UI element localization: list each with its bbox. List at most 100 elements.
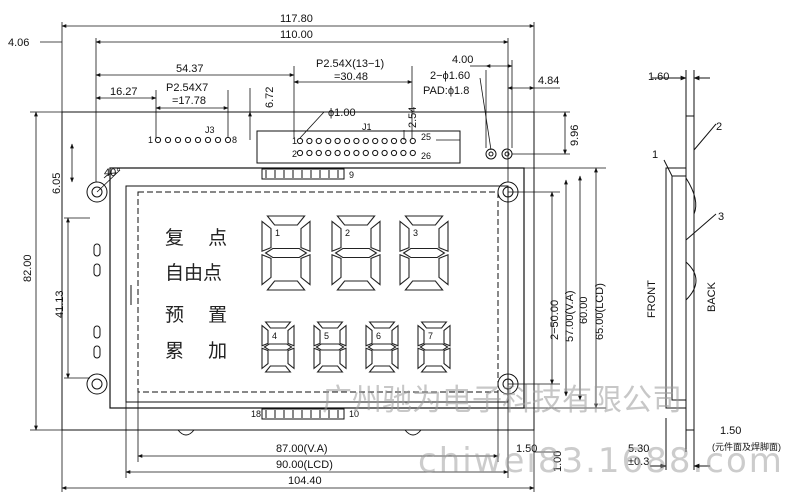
digit-segment <box>365 347 373 370</box>
j1-pin <box>296 137 304 145</box>
digit-segment <box>443 347 451 370</box>
digit-segment <box>404 280 444 291</box>
digit-segment <box>316 365 344 373</box>
digit-segment <box>300 220 311 253</box>
digit-number: 4 <box>272 331 277 341</box>
dim-pcb-bottom: 104.40 <box>288 475 322 487</box>
digit-segment <box>287 324 295 347</box>
j1-pin <box>325 137 332 145</box>
digit-segment <box>391 347 399 370</box>
j3-pin <box>204 136 212 144</box>
side-depth: 5.30 <box>628 443 649 455</box>
dim-1-50: 1.50 <box>516 443 537 455</box>
digit-segment <box>368 321 396 329</box>
large-digit: 3 <box>399 215 449 291</box>
digit-segment <box>263 343 293 351</box>
j1-pin <box>409 149 416 157</box>
j1-connector <box>256 130 461 164</box>
digit-segment <box>261 347 269 370</box>
j1-pin <box>353 149 360 157</box>
j1-pin <box>381 137 388 145</box>
j1-pin25: 25 <box>421 132 431 142</box>
digit-segment <box>438 220 449 253</box>
digit-segment <box>365 324 373 347</box>
digit-segment <box>368 365 396 373</box>
digit-segment <box>370 253 381 286</box>
digit-segment <box>336 215 376 226</box>
j1-pin <box>400 137 407 145</box>
dim-hole-spec: 2−ϕ1.60 <box>430 70 470 82</box>
dim-j1-pitch-1: P2.54X(13−1) <box>316 58 384 70</box>
side-pcb <box>685 115 695 431</box>
dim-j3-offset: 16.27 <box>110 86 138 98</box>
j1-pin <box>334 149 341 157</box>
j1-pin <box>372 137 379 145</box>
large-digit: 1 <box>261 215 311 291</box>
j1-pin <box>390 149 398 157</box>
j1-pin <box>381 149 388 157</box>
j1-pin <box>306 149 313 157</box>
bottom-pad-label-right: 10 <box>349 409 359 419</box>
j1-pin <box>306 137 313 145</box>
digit-number: 5 <box>324 331 329 341</box>
dim-lcd-width: 90.00(LCD) <box>276 459 333 471</box>
side-callout-2: 2 <box>716 121 722 133</box>
j3-pin-last: 8 <box>232 135 237 145</box>
top-pad-label: 9 <box>349 170 354 180</box>
side-glass <box>671 175 687 401</box>
dim-pcb-width: 110.00 <box>280 29 313 41</box>
lcd-bezel <box>109 167 525 409</box>
digit-number: 2 <box>345 228 350 238</box>
digit-segment <box>264 247 308 259</box>
digit-number: 6 <box>376 331 381 341</box>
dim-1-00: 1.00 <box>552 451 564 472</box>
digit-segment <box>339 324 347 347</box>
side-front-label: FRONT <box>646 280 658 318</box>
digit-segment <box>315 343 345 351</box>
j3-pin <box>184 136 192 144</box>
side-back-label: BACK <box>706 281 718 312</box>
j3-pin <box>164 136 172 144</box>
j1-pin <box>315 149 322 157</box>
digit-segment <box>443 324 451 347</box>
digit-segment <box>402 247 446 259</box>
digit-segment <box>261 253 272 286</box>
side-callout-1: 1 <box>652 149 658 161</box>
j1-pin <box>315 137 322 145</box>
top-pad-strip <box>261 168 345 180</box>
dim-j1-pitch-2: =30.48 <box>334 71 368 83</box>
j1-pin <box>296 149 304 157</box>
j1-pin <box>334 137 341 145</box>
dim-60: 60.00 <box>578 296 590 324</box>
digit-number: 3 <box>413 228 418 238</box>
lcd-label-accumulate: 累 加 <box>165 340 227 362</box>
j3-label: J3 <box>205 125 215 135</box>
digit-number: 7 <box>428 331 433 341</box>
side-thickness: 1.60 <box>648 71 669 83</box>
lcd-label-free-point: 自由点 <box>165 262 222 284</box>
digit-segment <box>336 280 376 291</box>
j1-pins <box>296 137 416 157</box>
digit-number: 1 <box>275 228 280 238</box>
j1-pin <box>343 149 351 157</box>
dim-va-width: 87.00(V.A) <box>276 443 328 455</box>
digit-segment <box>404 215 444 226</box>
j1-pin <box>325 149 332 157</box>
j3-pin-first: 1 <box>148 135 153 145</box>
j1-pin <box>343 137 351 145</box>
dim-lcd-height: 65.00(LCD) <box>594 283 606 340</box>
small-digit: 7 <box>417 321 451 373</box>
side-bottom-note: (元件面及焊脚面) <box>712 441 781 452</box>
dim-pad-spec: PAD:ϕ1.8 <box>423 85 469 97</box>
lcd-glass <box>125 185 509 403</box>
j1-pin <box>400 149 407 157</box>
digit-segment <box>266 280 306 291</box>
dim-4-84: 4.84 <box>538 75 559 87</box>
j1-pin1: 1 <box>292 136 297 146</box>
j3-pin <box>224 136 232 144</box>
digit-segment <box>391 324 399 347</box>
lcd-label-preset: 预 置 <box>165 304 227 326</box>
digit-segment <box>261 324 269 347</box>
j1-pin <box>362 149 369 157</box>
